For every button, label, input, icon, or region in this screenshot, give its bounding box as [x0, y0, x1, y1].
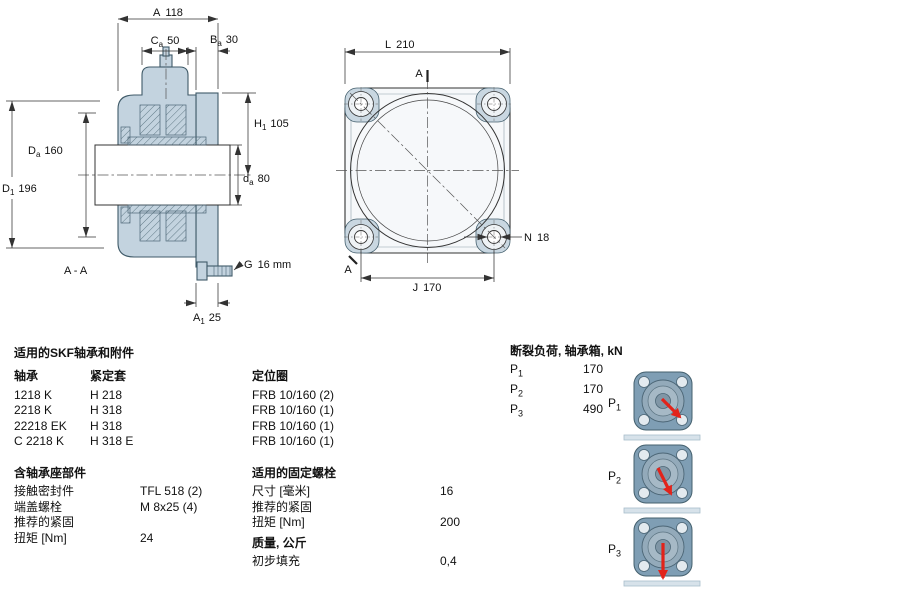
bearing-roller	[139, 210, 161, 242]
load-arrow-p1	[660, 397, 682, 419]
attachment-bolts-table: 适用的固定螺栓 尺寸 [毫米]16 推荐的紧固 扭矩 [Nm]200	[252, 466, 512, 531]
bearing-roller	[165, 104, 187, 136]
table-title: 质量, 公斤	[252, 536, 307, 550]
mounting-base	[623, 434, 701, 441]
load-direction-icon-p1	[623, 371, 701, 441]
table-title: 适用的固定螺栓	[252, 466, 337, 480]
cut-marker-bottom-label: A	[344, 264, 352, 276]
housing-cross-section	[78, 46, 252, 281]
cell-bearing: C 2218 K	[14, 434, 65, 449]
table-row: 推荐的紧固	[14, 515, 75, 530]
flange-front-face	[336, 70, 519, 265]
cap-bolt	[196, 261, 233, 281]
centerline-diagonal	[349, 92, 506, 249]
table-title: 断裂负荷, 轴承箱, kN	[510, 344, 623, 358]
section-label: A - A	[64, 265, 88, 277]
seal	[120, 206, 131, 224]
table-row: 推荐的紧固	[252, 499, 313, 514]
mounting-base	[623, 580, 701, 587]
bearing-roller	[139, 104, 161, 136]
cell-sleeve: H 318	[90, 418, 123, 433]
load-direction-icon-p3	[623, 517, 701, 587]
cell-ring: FRB 10/160 (1)	[252, 434, 335, 449]
load-direction-icon-p2	[623, 444, 701, 514]
section-cut-mark-bottom	[348, 255, 358, 265]
adapter-sleeve-top	[127, 136, 207, 146]
table-title: 适用的SKF轴承和附件	[14, 346, 135, 360]
load-label-p2: P2	[608, 469, 622, 486]
cell-ring: FRB 10/160 (2)	[252, 387, 335, 402]
cell-sleeve: H 318	[90, 403, 123, 418]
table-row: 扭矩 [Nm]24	[14, 530, 154, 545]
cell-bearing: 2218 K	[14, 403, 53, 418]
cell-ring: FRB 10/160 (1)	[252, 418, 335, 433]
seal	[120, 126, 131, 144]
cell-sleeve: H 218	[90, 387, 123, 402]
load-label-p3: P3	[608, 542, 622, 559]
col-header-ring: 定位圈	[252, 369, 289, 384]
bearings-grid: 轴承 紧定套 定位圈 1218 K H 218 FRB 10/160 (2) 2…	[14, 369, 474, 449]
cut-marker-top-label: A	[415, 68, 423, 80]
col-header-bearing: 轴承	[14, 369, 39, 384]
bearing-roller	[165, 210, 187, 242]
cell-sleeve: H 318 E	[90, 434, 134, 449]
table-title: 含轴承座部件	[14, 466, 87, 480]
cell-ring: FRB 10/160 (1)	[252, 403, 335, 418]
cell-bearing: 22218 EK	[14, 418, 67, 433]
table-row: 扭矩 [Nm]200	[252, 515, 461, 530]
col-header-sleeve: 紧定套	[90, 369, 127, 384]
table-row: 尺寸 [毫米]16	[252, 484, 454, 499]
mounting-base	[623, 507, 701, 514]
load-label-p1: P1	[608, 396, 622, 413]
load-arrow-p2	[656, 467, 673, 496]
cell-bearing: 1218 K	[14, 387, 53, 402]
bearings-accessories-table: 适用的SKF轴承和附件 轴承 紧定套 定位圈 1218 K H 218 FRB …	[14, 346, 474, 449]
